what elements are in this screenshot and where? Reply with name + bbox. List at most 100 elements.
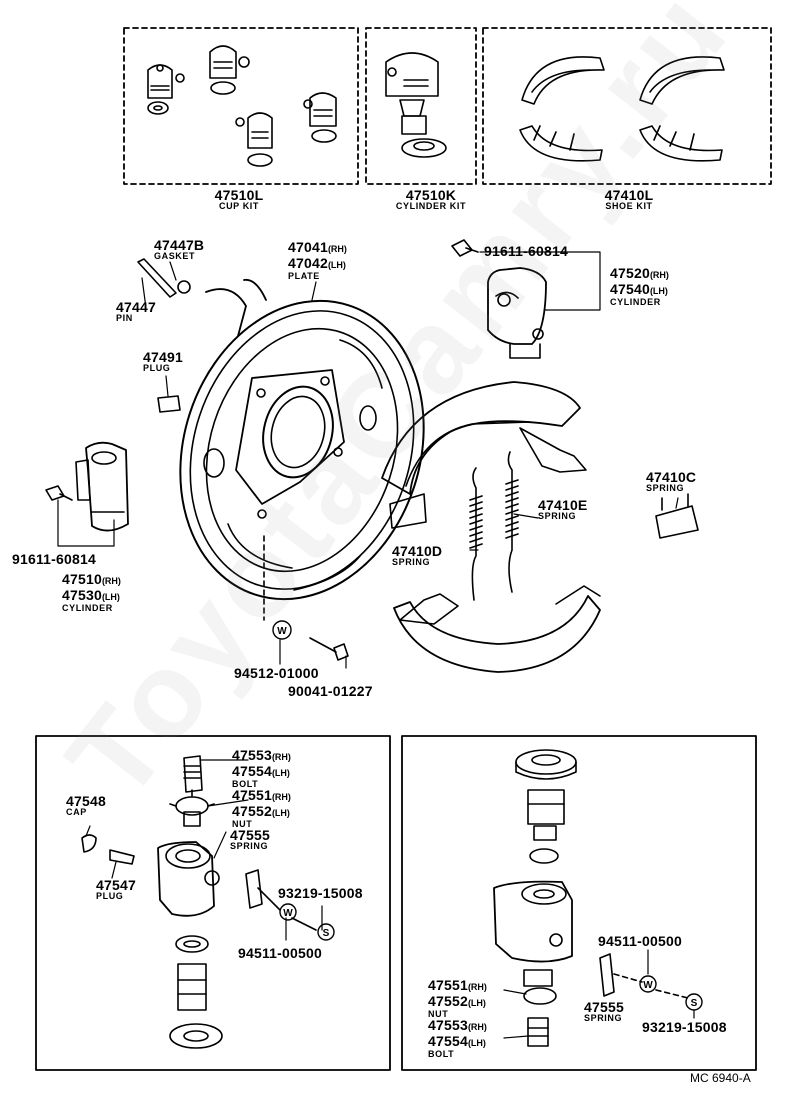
symbol-letters: W W S W S xyxy=(277,626,697,1009)
left-cylinder-suffix-rh: (RH) xyxy=(101,576,121,586)
cup-kit-frame xyxy=(123,27,772,185)
detail-left-parts xyxy=(81,755,317,1049)
return-springs xyxy=(469,451,519,601)
cylinder-kit-part-number: 47510K xyxy=(405,187,457,203)
symbols xyxy=(272,620,703,1011)
clip-symbol-right: S xyxy=(691,998,698,1009)
plate-caption: PLATE xyxy=(288,271,320,281)
cup-kit-label: 47510L CUP KIT xyxy=(184,188,294,211)
right-cylinder-suffix-lh: (LH) xyxy=(649,286,668,296)
spring-d-caption: SPRING xyxy=(392,557,431,567)
detail-left-nut-part-rh: 47551 xyxy=(232,787,272,803)
plug-caption: PLUG xyxy=(143,363,171,373)
detail-right-washer-label: 94511-00500 xyxy=(598,934,682,948)
detail-left-nut-suffix-rh: (RH) xyxy=(271,792,291,802)
left-cylinder-label: 47510(RH) 47530(LH) CYLINDER xyxy=(62,572,121,613)
detail-right-nut-label: 47551(RH) 47552(LH) NUT xyxy=(428,978,487,1019)
left-bolt-label: 91611-60814 xyxy=(12,552,96,566)
detail-left-clip-part-number: 93219-15008 xyxy=(278,885,363,901)
main-bolt-part-number: 90041-01227 xyxy=(288,683,373,699)
detail-right-nut-part-lh: 47552 xyxy=(428,993,468,1009)
detail-left-plug-caption: PLUG xyxy=(96,891,124,901)
detail-right-bolt-caption: BOLT xyxy=(428,1049,455,1059)
cylinder-kit-caption: CYLINDER KIT xyxy=(395,201,467,211)
detail-left-cap-caption: CAP xyxy=(66,807,87,817)
plug-part-number: 47491 xyxy=(143,349,183,365)
plate-suffix-lh: (LH) xyxy=(327,260,346,270)
left-cylinder-assembly xyxy=(45,258,191,532)
shoe-kit-caption: SHOE KIT xyxy=(605,201,653,211)
leader-lines xyxy=(57,251,695,1039)
spring-c-part-number: 47410C xyxy=(646,469,697,485)
main-washer-label: 94512-01000 xyxy=(234,666,319,680)
detail-left-washer-label: 94511-00500 xyxy=(238,946,322,960)
detail-left-frame xyxy=(35,735,391,1071)
detail-right-nut-caption: NUT xyxy=(428,1009,449,1019)
washer-symbol-main: W xyxy=(277,626,287,637)
top-bolt-label: 91611-60814 xyxy=(484,244,568,258)
spring-e-part-number: 47410E xyxy=(538,497,588,513)
detail-right-bolt-suffix-rh: (RH) xyxy=(467,1022,487,1032)
spring-c-label: 47410C SPRING xyxy=(646,470,696,493)
gasket-part-number: 47447B xyxy=(154,237,205,253)
left-cylinder-part-rh: 47510 xyxy=(62,571,102,587)
cup-kit-parts xyxy=(147,45,337,167)
detail-left-nut-label: 47551(RH) 47552(LH) NUT xyxy=(232,788,291,829)
detail-right-nut-part-rh: 47551 xyxy=(428,977,468,993)
detail-left-bolt-suffix-rh: (RH) xyxy=(271,752,291,762)
cylinder-kit-parts xyxy=(385,52,447,158)
detail-right-spring-part-number: 47555 xyxy=(584,999,624,1015)
right-cylinder-suffix-rh: (RH) xyxy=(649,270,669,280)
detail-left-bolt-caption: BOLT xyxy=(232,779,259,789)
gasket-caption: GASKET xyxy=(154,251,196,261)
pin-part-number: 47447 xyxy=(116,299,156,315)
left-bolt-part-number: 91611-60814 xyxy=(12,551,96,567)
plug-label: 47491 PLUG xyxy=(143,350,183,373)
main-washer-and-bolt xyxy=(263,535,349,661)
spring-d-part-number: 47410D xyxy=(392,543,443,559)
cup-kit-part-number: 47510L xyxy=(214,187,264,203)
detail-right-spring-label: 47555 SPRING xyxy=(584,1000,624,1023)
detail-right-parts xyxy=(493,749,689,1047)
detail-left-bolt-part-lh: 47554 xyxy=(232,763,272,779)
detail-right-bolt-part-lh: 47554 xyxy=(428,1033,468,1049)
spring-c-part xyxy=(655,493,699,539)
detail-left-cap-label: 47548 CAP xyxy=(66,794,106,817)
detail-left-spring-caption: SPRING xyxy=(230,841,269,851)
detail-left-clip-label: 93219-15008 xyxy=(278,886,363,900)
cylinder-kit-label: 47510K CYLINDER KIT xyxy=(376,188,486,211)
detail-left-washer-part-number: 94511-00500 xyxy=(238,945,322,961)
diagram-code: MC 6940-A xyxy=(690,1071,751,1085)
detail-left-bolt-label: 47553(RH) 47554(LH) BOLT xyxy=(232,748,291,789)
cup-kit-caption: CUP KIT xyxy=(218,201,260,211)
right-cylinder-part-lh: 47540 xyxy=(610,281,650,297)
pin-caption: PIN xyxy=(116,313,133,323)
detail-right-bolt-part-rh: 47553 xyxy=(428,1017,468,1033)
right-cylinder-label: 47520(RH) 47540(LH) CYLINDER xyxy=(610,266,669,307)
pin-label: 47447 PIN xyxy=(116,300,156,323)
shoe-kit-part-number: 47410L xyxy=(604,187,654,203)
detail-right-clip-part-number: 93219-15008 xyxy=(642,1019,727,1035)
left-cylinder-part-lh: 47530 xyxy=(62,587,102,603)
detail-left-plug-part-number: 47547 xyxy=(96,877,136,893)
top-bolt-and-right-cylinder xyxy=(451,239,547,359)
plate-suffix-rh: (RH) xyxy=(327,244,347,254)
shoe-kit-parts xyxy=(519,56,725,162)
plate-part-lh: 47042 xyxy=(288,255,328,271)
clip-symbol-left: S xyxy=(323,928,330,939)
spring-d-label: 47410D SPRING xyxy=(392,544,442,567)
detail-left-bolt-part-rh: 47553 xyxy=(232,747,272,763)
detail-right-nut-suffix-rh: (RH) xyxy=(467,982,487,992)
shoe-kit-label: 47410L SHOE KIT xyxy=(574,188,684,211)
detail-right-frame xyxy=(401,735,757,1071)
main-brake-shoes xyxy=(381,381,601,673)
detail-left-spring-part-number: 47555 xyxy=(230,827,270,843)
detail-left-bolt-suffix-lh: (LH) xyxy=(271,768,290,778)
right-cylinder-part-rh: 47520 xyxy=(610,265,650,281)
detail-right-nut-suffix-lh: (LH) xyxy=(467,998,486,1008)
spring-e-label: 47410E SPRING xyxy=(538,498,587,521)
detail-right-spring-caption: SPRING xyxy=(584,1013,623,1023)
washer-symbol-left: W xyxy=(283,908,293,919)
top-bolt-part-number: 91611-60814 xyxy=(484,243,568,259)
left-cylinder-caption: CYLINDER xyxy=(62,603,113,613)
